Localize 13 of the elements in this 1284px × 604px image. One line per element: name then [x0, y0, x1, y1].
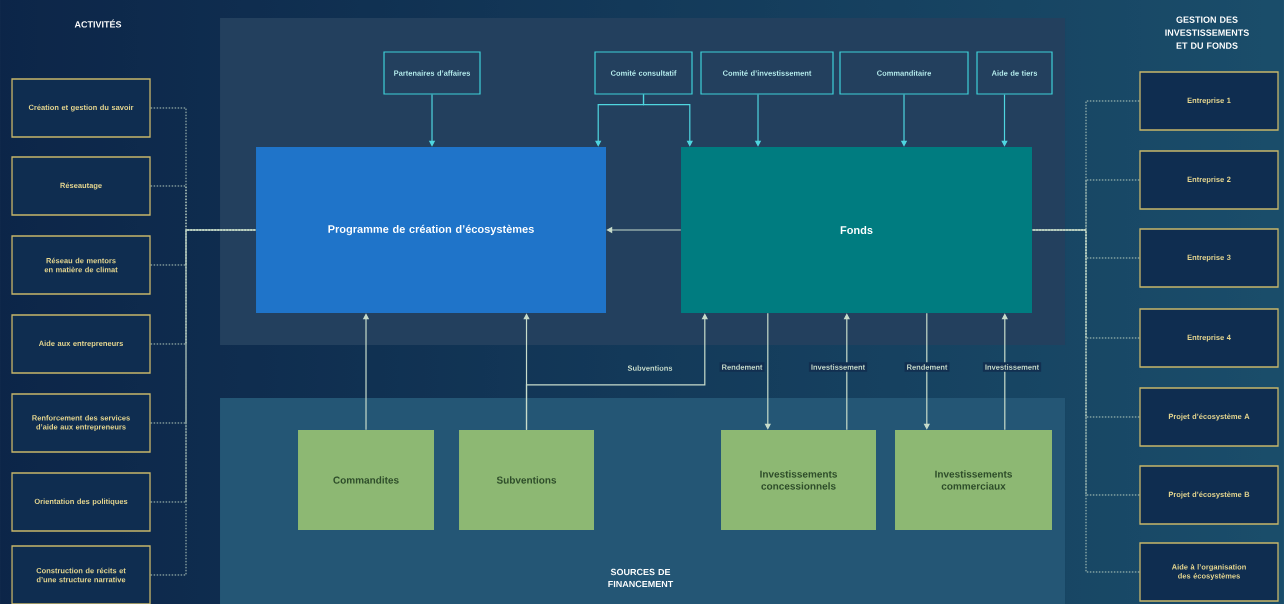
arrow [1001, 313, 1008, 431]
arrow [525, 313, 708, 431]
arrow [642, 94, 693, 147]
section-heading: ACTIVITÉS [74, 19, 122, 28]
section-heading: GESTION DES INVESTISSEMENTS ET DU FONDS [1165, 16, 1249, 49]
arrow [1001, 94, 1008, 147]
program-box: Programme de création d’écosystèmes [256, 147, 606, 313]
funding-source-box: Investissements concessionnels [721, 430, 876, 530]
fund-box: Fonds [681, 147, 1032, 313]
funding-source-box: Subventions [459, 430, 594, 530]
arrow [843, 313, 850, 431]
funding-source-box: Commandites [298, 430, 434, 530]
funding-source-box: Investissements commerciaux [895, 430, 1052, 530]
